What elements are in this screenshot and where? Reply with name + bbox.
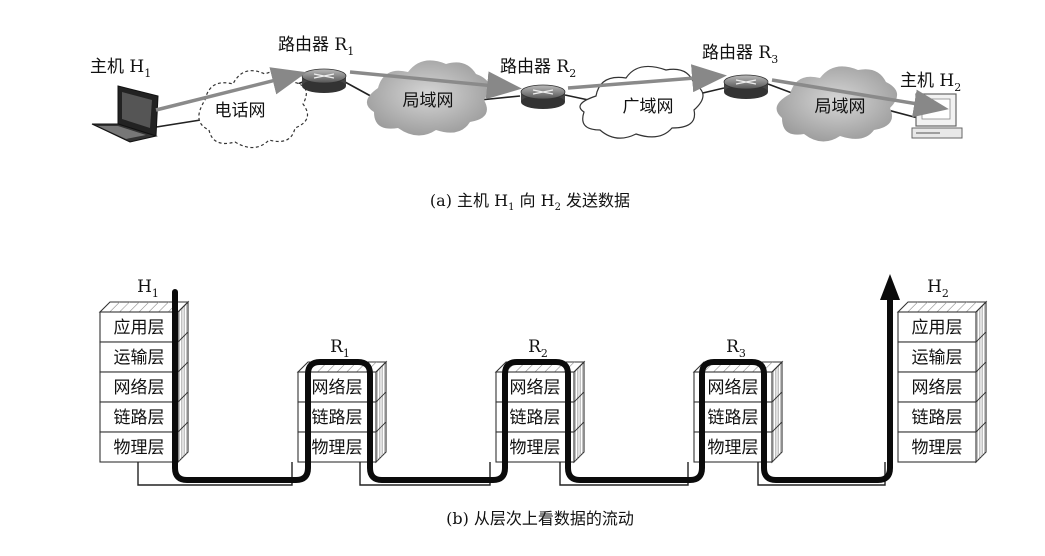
layer-label: 网络层 — [114, 378, 165, 398]
layer-box — [897, 401, 977, 433]
layer-box — [495, 401, 575, 433]
layer-label: 运输层 — [912, 348, 963, 368]
stack-title: R1 — [330, 337, 350, 360]
router-label-r2: 路由器 R2 — [500, 57, 576, 80]
router-label-r1: 路由器 R1 — [278, 35, 354, 58]
layer-label: 链路层 — [114, 408, 165, 428]
layer-box — [693, 431, 773, 463]
cloud-telephone-network: 电话网 — [198, 70, 309, 149]
physical-links — [137, 462, 886, 486]
layer-box — [99, 311, 179, 343]
caption-b: (b) 从层次上看数据的流动 — [446, 509, 634, 528]
layer-box — [693, 401, 773, 433]
layer-box — [897, 431, 977, 463]
layer-box — [897, 371, 977, 403]
layer-label: 物理层 — [114, 438, 165, 458]
host-label-h1: 主机 H1 — [90, 57, 151, 80]
router-icon — [520, 84, 566, 109]
router-label-r3: 路由器 R3 — [702, 43, 778, 66]
cloud-lan-2: 局域网 — [776, 66, 898, 142]
layer-box — [99, 341, 179, 373]
protocol-stacks: 应用层运输层网络层链路层物理层网络层链路层物理层网络层链路层物理层网络层链路层物… — [98, 300, 988, 464]
layer-box — [495, 371, 575, 403]
layer-box — [693, 371, 773, 403]
stack-title: H2 — [927, 277, 949, 300]
layer-box — [897, 341, 977, 373]
layer-label: 网络层 — [510, 378, 561, 398]
laptop-icon — [91, 85, 159, 143]
layer-label: 物理层 — [912, 438, 963, 458]
part-b-layer-flow: 应用层运输层网络层链路层物理层网络层链路层物理层网络层链路层物理层网络层链路层物… — [98, 274, 988, 528]
layer-label: 链路层 — [912, 408, 963, 428]
layer-box — [99, 431, 179, 463]
cloud-label: 局域网 — [403, 91, 454, 111]
stack-title: R3 — [726, 337, 746, 360]
part-a-topology: 电话网 局域网 广域网 局域网 — [90, 35, 963, 213]
layer-box — [495, 431, 575, 463]
layer-label: 运输层 — [114, 348, 165, 368]
layer-label: 网络层 — [912, 378, 963, 398]
cloud-label: 电话网 — [215, 101, 266, 121]
caption-a: (a) 主机 H1 向 H2 发送数据 — [430, 191, 630, 213]
layer-label: 物理层 — [312, 438, 363, 458]
data-path-arrows — [155, 64, 949, 118]
layer-label: 物理层 — [708, 438, 759, 458]
layer-label: 网络层 — [312, 378, 363, 398]
layer-label: 网络层 — [708, 378, 759, 398]
stack-title: H1 — [137, 277, 159, 300]
stack-title: R2 — [528, 337, 548, 360]
data-flow-path — [172, 289, 893, 483]
layer-label: 链路层 — [510, 408, 561, 428]
layer-label: 应用层 — [114, 318, 165, 338]
host-label-h2: 主机 H2 — [900, 71, 961, 94]
router-icon — [723, 74, 769, 99]
router-icon — [301, 68, 347, 93]
layer-label: 链路层 — [708, 408, 759, 428]
cloud-label: 局域网 — [815, 97, 866, 117]
layer-label: 应用层 — [912, 318, 963, 338]
layer-box — [897, 311, 977, 343]
layer-label: 物理层 — [510, 438, 561, 458]
layer-label: 链路层 — [312, 408, 363, 428]
cloud-lan-1: 局域网 — [366, 60, 490, 136]
desktop-computer-icon — [911, 93, 963, 139]
arrowhead-icon — [880, 274, 900, 300]
layer-box — [99, 371, 179, 403]
cloud-label: 广域网 — [623, 97, 674, 117]
